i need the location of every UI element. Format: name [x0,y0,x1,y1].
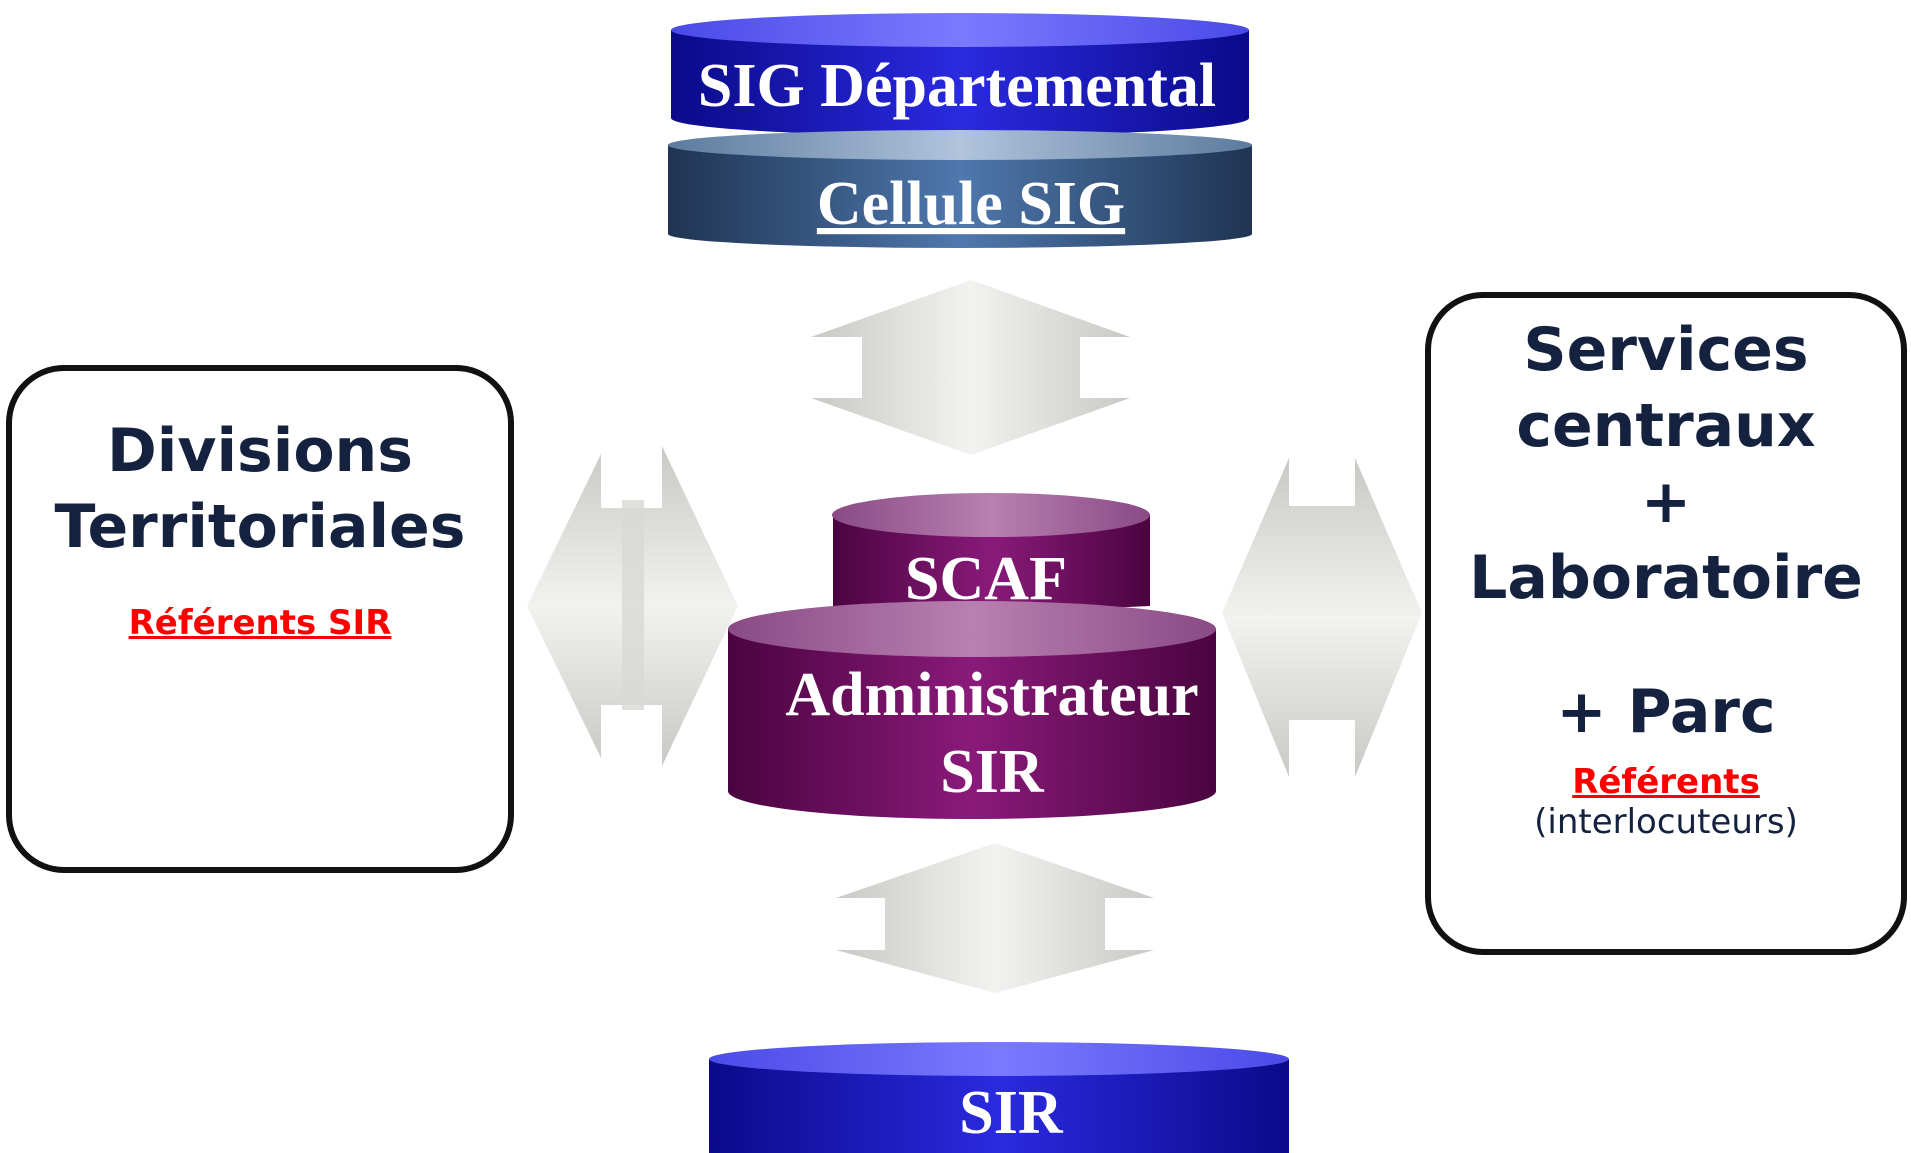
services-centraux-box: Services centraux + Laboratoire + Parc R… [1425,292,1907,955]
divisions-label: Divisions [107,416,413,486]
sig-departemental-label: SIG Départemental [698,52,1216,120]
sig-departemental-disk [671,13,1249,136]
laboratoire-label: Laboratoire [1469,543,1863,613]
double-arrow-left-shaft [622,500,644,710]
interlocuteurs-label: (interlocuteurs) [1534,802,1798,842]
administrateur-label-line1: Administrateur [785,661,1198,729]
double-arrow-right [1222,458,1422,777]
administrateur-label-line2: SIR [940,738,1045,806]
double-arrow-top [811,280,1130,455]
cellule-sig-disk [668,130,1252,248]
administrateur-sir-disk [728,601,1216,819]
sir-label: SIR [959,1079,1064,1147]
scaf-disk [832,493,1150,610]
sir-disk [709,1042,1289,1153]
services-label: Services [1523,315,1809,385]
double-arrow-bottom [836,843,1154,993]
divisions-territoriales-box: Divisions Territoriales Référents SIR [6,365,514,873]
territoriales-label: Territoriales [54,492,466,562]
referents-link: Référents [1572,762,1760,802]
parc-label: + Parc [1556,677,1776,747]
plus-sign-1: + [1640,467,1692,537]
centraux-label: centraux [1516,391,1816,461]
referents-sir-link: Référents SIR [128,603,392,643]
cellule-sig-label: Cellule SIG [817,170,1125,238]
